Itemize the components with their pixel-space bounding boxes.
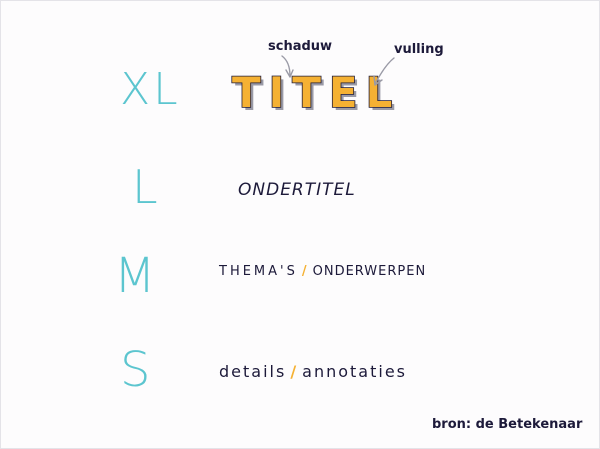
annotation-shadow: schaduw: [268, 39, 333, 54]
details-line: details/annotaties: [219, 362, 407, 381]
title-shadow: TITEL: [235, 71, 403, 120]
themes-label: THEMA'S: [219, 264, 298, 279]
topics-label: ONDERWERPEN: [312, 264, 427, 279]
subtitle: ONDERTITEL: [238, 180, 356, 200]
source-credit: bron: de Betekenaar: [432, 417, 583, 432]
themes-line: THEMA'S/ONDERWERPEN: [219, 264, 426, 279]
details-separator: /: [290, 362, 299, 381]
size-label-l: L: [132, 160, 159, 214]
title-lettering: TITEL TITEL: [231, 67, 395, 120]
title-text: TITEL: [232, 68, 400, 117]
size-label-m: M: [114, 248, 157, 304]
size-label-s: S: [120, 342, 152, 398]
annotation-fill: vulling: [394, 42, 444, 57]
size-label-xl: XL: [120, 64, 181, 115]
annotations-label: annotaties: [302, 362, 408, 381]
details-label: details: [219, 362, 287, 381]
themes-separator: /: [301, 264, 309, 279]
